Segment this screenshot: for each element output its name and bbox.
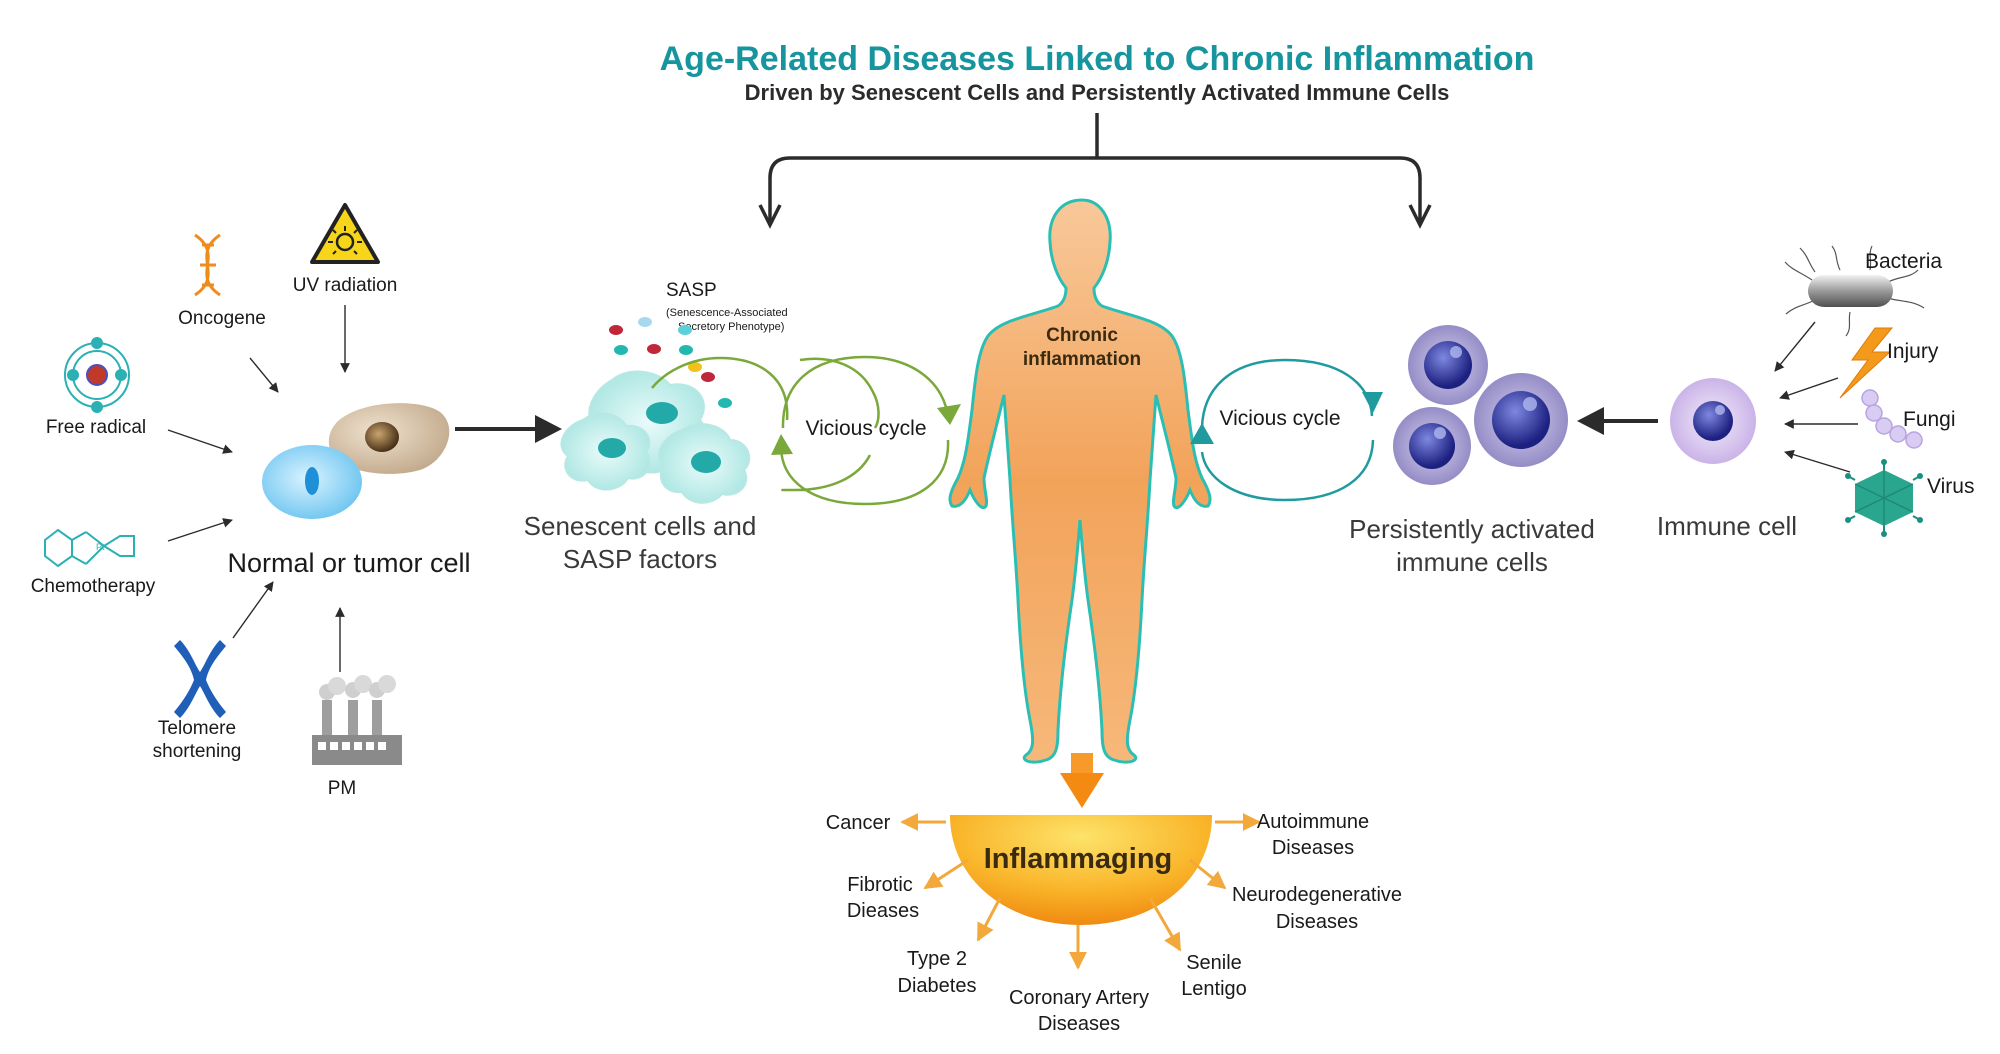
inducer-arrows bbox=[167, 305, 350, 672]
oncogene-label: Oncogene bbox=[178, 308, 266, 329]
disease-fibrotic-line1: Fibrotic bbox=[847, 874, 913, 896]
body-label-line2: inflammation bbox=[1023, 349, 1141, 370]
disease-fibrotic-line2: Dieases bbox=[847, 900, 919, 922]
disease-cancer: Cancer bbox=[826, 812, 891, 834]
uv-warning-icon bbox=[310, 203, 380, 264]
vicious-cycle-right-path bbox=[1190, 358, 1383, 502]
immune-to-activated-arrow bbox=[1577, 407, 1658, 435]
virus-icon bbox=[1845, 459, 1923, 537]
sasp-subtitle-line2: Secretory Phenotype) bbox=[678, 321, 784, 333]
human-body-figure bbox=[948, 198, 1212, 764]
disease-senile-line1: Senile bbox=[1186, 952, 1242, 974]
telomere-label-line1: Telomere bbox=[158, 718, 236, 739]
telomere-label-line2: shortening bbox=[153, 741, 242, 762]
injury-label: Injury bbox=[1887, 340, 1939, 363]
vicious-cycle-left-path bbox=[771, 355, 961, 506]
vicious-cycle-right-label: Vicious cycle bbox=[1220, 407, 1341, 430]
disease-neuro-line2: Diseases bbox=[1276, 911, 1358, 933]
disease-autoimmune-line1: Autoimmune bbox=[1257, 811, 1369, 833]
inflammaging-dome bbox=[950, 815, 1212, 925]
oncogene-dna-icon bbox=[194, 233, 221, 297]
body-label-line1: Chronic bbox=[1046, 325, 1118, 346]
chemotherapy-molecule-icon: Pt bbox=[44, 528, 135, 568]
fungi-spores-icon bbox=[1861, 389, 1923, 449]
activated-label-line1: Persistently activated bbox=[1349, 514, 1595, 544]
chromosome-icon bbox=[174, 640, 226, 718]
senescent-label-line1: Senescent cells and bbox=[524, 511, 757, 541]
senescent-cells bbox=[560, 370, 751, 504]
disease-autoimmune-line2: Diseases bbox=[1272, 837, 1354, 859]
sasp-title: SASP bbox=[666, 280, 717, 301]
injury-lightning-icon bbox=[1839, 327, 1894, 399]
bacteria-label: Bacteria bbox=[1865, 250, 1942, 273]
svg-text:Pt: Pt bbox=[96, 542, 105, 552]
free-radical-label: Free radical bbox=[46, 417, 146, 438]
factory-pm-icon bbox=[312, 675, 402, 765]
fungi-label: Fungi bbox=[1903, 408, 1956, 431]
vicious-cycle-left-arrows bbox=[651, 356, 789, 421]
pm-label: PM bbox=[328, 778, 357, 799]
sasp-factor-dots bbox=[609, 317, 732, 408]
disease-neuro-line1: Neurodegenerative bbox=[1232, 884, 1402, 906]
disease-diabetes-line1: Type 2 bbox=[907, 948, 967, 970]
disease-senile-line2: Lentigo bbox=[1181, 978, 1247, 1000]
uv-label: UV radiation bbox=[293, 275, 398, 296]
diagram-subtitle: Driven by Senescent Cells and Persistent… bbox=[745, 80, 1450, 105]
disease-diabetes-line2: Diabetes bbox=[898, 975, 977, 997]
bacteria-icon bbox=[1784, 245, 1925, 337]
activated-immune-cells bbox=[1393, 325, 1568, 485]
senescent-label-line2: SASP factors bbox=[563, 544, 717, 574]
immune-cell-label: Immune cell bbox=[1657, 511, 1797, 541]
pathogen-arrows bbox=[1774, 321, 1858, 473]
sasp-subtitle-line1: (Senescence-Associated bbox=[666, 307, 788, 319]
disease-coronary-line1: Coronary Artery bbox=[1009, 987, 1149, 1009]
free-radical-atom-icon bbox=[64, 337, 130, 413]
virus-label: Virus bbox=[1927, 475, 1974, 498]
activated-label-line2: immune cells bbox=[1396, 547, 1548, 577]
chemotherapy-label: Chemotherapy bbox=[31, 576, 156, 597]
normal-to-senescent-arrow bbox=[455, 415, 562, 443]
body-to-inflammaging-arrow bbox=[1060, 753, 1104, 808]
normal-cell-label: Normal or tumor cell bbox=[227, 548, 470, 578]
tumor-cell-brown bbox=[328, 403, 450, 474]
disease-arrows bbox=[900, 813, 1261, 970]
disease-coronary-line2: Diseases bbox=[1038, 1013, 1120, 1035]
normal-cell-blue bbox=[262, 445, 362, 519]
vicious-cycle-left-label: Vicious cycle bbox=[806, 417, 927, 440]
immune-cell bbox=[1670, 378, 1756, 464]
inflammaging-label: Inflammaging bbox=[984, 843, 1173, 875]
top-bracket bbox=[758, 113, 1432, 229]
diagram-title: Age-Related Diseases Linked to Chronic I… bbox=[660, 40, 1535, 78]
